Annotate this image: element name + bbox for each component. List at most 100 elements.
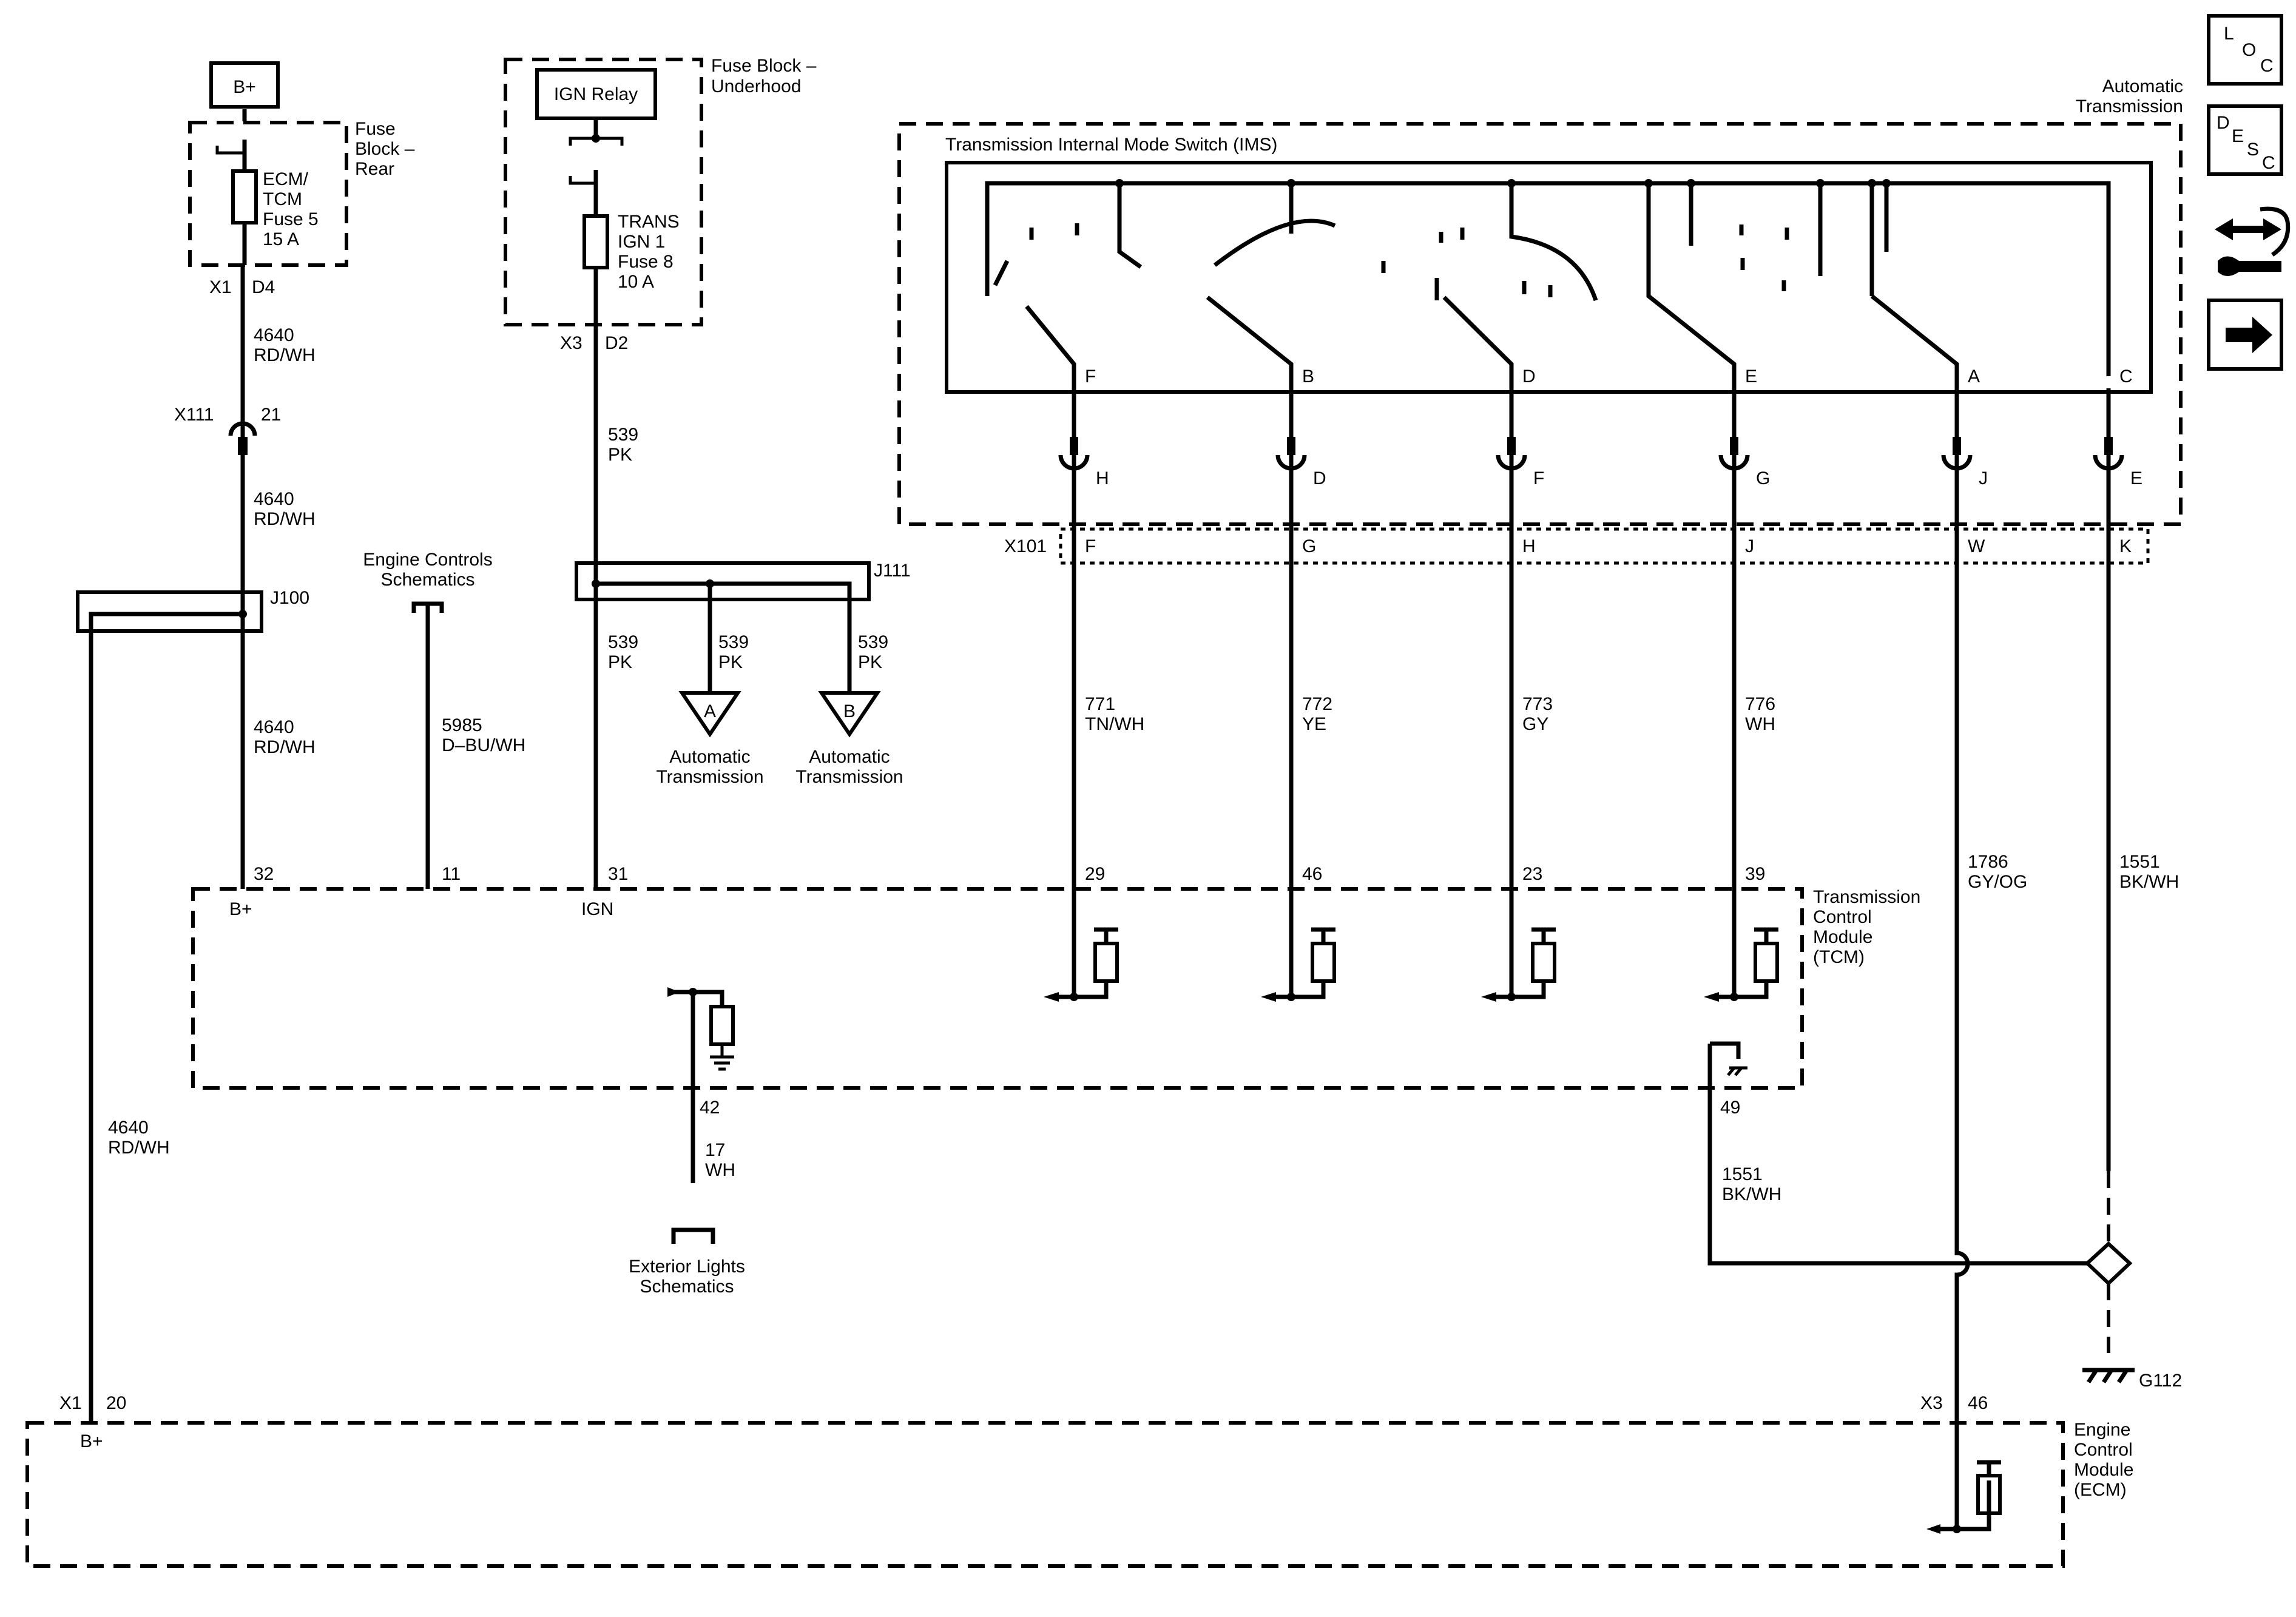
fuse-block-underhood: Fuse Block – Underhood IGN Relay TRANS I… (504, 56, 817, 326)
ims-connector-pin-label: G (1756, 468, 1770, 488)
j111-splice: J111 (575, 561, 911, 692)
wire-539-c-num: 539 (718, 632, 749, 652)
tcm-outline (191, 887, 1804, 1090)
ims-switch-pin: E (1745, 366, 1757, 387)
wire-539-a-num: 539 (608, 425, 638, 445)
tcm-input-circuit (1704, 927, 1779, 1002)
x101-connector (1059, 527, 2150, 565)
fuse-5-label-3: Fuse 5 (263, 209, 319, 229)
ims-assembly: Automatic Transmission Transmission Inte… (897, 76, 2183, 526)
ecm-title-3: Module (2074, 1460, 2133, 1480)
ecm-title-2: Control (2074, 1440, 2133, 1460)
ims-outer-title-1: Automatic (2102, 76, 2183, 96)
tcm-title-4: (TCM) (1813, 947, 1865, 967)
exterior-lights-ref[interactable]: Exterior Lights Schematics (629, 1227, 745, 1297)
tcm-ign: IGN (581, 899, 613, 919)
wire-539-b-num: 539 (608, 632, 638, 652)
fuse-block-rear-title-1: Fuse (355, 119, 396, 139)
offpage-a[interactable]: A Automatic Transmission (656, 691, 764, 787)
wire-1786-color: GY/OG (1968, 872, 2027, 892)
wire-539-d-color: PK (858, 652, 882, 672)
fuse-5-label-1: ECM/ (263, 169, 309, 189)
tcm-input-circuit (1044, 927, 1119, 1002)
tcm-pin-number: 23 (1522, 864, 1542, 884)
x101-pin-label: F (1085, 536, 1096, 556)
wire-4640-a-num: 4640 (254, 325, 294, 345)
wire-4640-b-color: RD/WH (254, 509, 316, 529)
wire-773-num: 773 (1522, 694, 1553, 714)
fuse-block-rear-outline (188, 121, 348, 267)
description-button[interactable]: D E S C (2207, 104, 2283, 176)
ground-g112: G112 (2082, 1241, 2182, 1391)
ims-switch-pin: A (1968, 366, 1980, 387)
tcm-pin-49: 49 (1720, 1098, 1740, 1118)
tcm-pin-number: 31 (608, 864, 628, 884)
bplus-box (209, 61, 280, 109)
next-arrow-button[interactable] (2207, 299, 2283, 371)
tcm-pin-number: 46 (1302, 864, 1322, 884)
connector-repair-icon[interactable] (2215, 206, 2291, 276)
bplus-source: B+ (209, 61, 280, 109)
fuse-5-icon (231, 169, 258, 224)
tcm-title-1: Transmission (1813, 887, 1920, 907)
engine-controls-ref-2[interactable]: Schematics (380, 570, 474, 590)
ecm-x3-pin: 46 (1968, 1393, 1988, 1413)
engine-controls-ref-1[interactable]: Engine Controls (363, 550, 492, 570)
wire-4640-c-num: 4640 (254, 717, 294, 737)
tcm-pin-number: 39 (1745, 864, 1765, 884)
x111-connector (228, 421, 257, 436)
tcm-pin-number: 32 (254, 864, 274, 884)
automatic-transmission-outline (897, 122, 2183, 526)
offpage-a-letter[interactable]: A (704, 701, 716, 721)
j111-label: J111 (874, 561, 911, 581)
wire-4640-a-color: RD/WH (254, 345, 316, 365)
ecm-title-1: Engine (2074, 1420, 2130, 1440)
desc-letter-s: S (2247, 140, 2259, 160)
wire-1551-a-num: 1551 (2119, 852, 2160, 872)
ims-switch-pin: B (1302, 366, 1314, 387)
tcm-pin-number: 11 (442, 864, 461, 884)
tcm-input-circuit (1481, 927, 1556, 1002)
exterior-lights-ref-1[interactable]: Exterior Lights (629, 1257, 745, 1277)
wire-539-d-num: 539 (858, 632, 888, 652)
fuse-uh-pin: D2 (605, 333, 628, 353)
x101-pin-label: G (1302, 536, 1316, 556)
x101-pin-label: K (2119, 536, 2132, 556)
x111-label: X111 (174, 405, 214, 425)
exterior-lights-ref-2[interactable]: Schematics (640, 1277, 734, 1297)
tcm-pin-42: 42 (700, 1098, 720, 1118)
offpage-b-letter[interactable]: B (843, 701, 856, 721)
ground-label: G112 (2139, 1371, 2182, 1391)
desc-letter-d: D (2217, 113, 2230, 133)
ims-connector-pin-label: J (1979, 468, 1988, 488)
ims-switch-box (945, 161, 2153, 394)
wire-1786-num: 1786 (1968, 852, 2008, 872)
wire-772-color: YE (1302, 714, 1326, 734)
tcm-input-circuit (1261, 927, 1336, 1002)
fuse-rear-connector: X1 (209, 277, 232, 297)
wire-539-c-color: PK (718, 652, 743, 672)
wire-17-color: WH (705, 1160, 735, 1180)
offpage-b[interactable]: B Automatic Transmission (795, 691, 903, 787)
location-button[interactable]: L O C (2207, 14, 2283, 86)
fuse-uh-connector: X3 (560, 333, 582, 353)
offpage-b-ref-2: Transmission (795, 767, 903, 787)
fuse-rear-busbar (215, 146, 245, 155)
engine-controls-ref[interactable]: Engine Controls Schematics (363, 550, 493, 613)
loc-letter-c: C (2260, 56, 2274, 76)
fuse-block-rear: Fuse Block – Rear ECM/ TCM Fuse 5 15 A (188, 119, 415, 267)
tcm-title-3: Module (1813, 927, 1872, 947)
offpage-a-ref-2: Transmission (656, 767, 763, 787)
fuse-block-rear-title-2: Block – (355, 139, 415, 159)
wire-4640-b-num: 4640 (254, 489, 294, 509)
ecm-title-4: (ECM) (2074, 1480, 2127, 1500)
wire-1551-b-num: 1551 (1722, 1164, 1763, 1184)
j100-splice: J100 (76, 588, 309, 1423)
ims-connector-pin-label: F (1533, 468, 1544, 488)
wire-772-num: 772 (1302, 694, 1332, 714)
fuse-8-icon (582, 214, 609, 269)
fuse-5-label-2: TCM (263, 189, 302, 209)
ims-switch-pin: D (1522, 366, 1536, 387)
ims-connector-pin-label: E (2130, 468, 2142, 488)
